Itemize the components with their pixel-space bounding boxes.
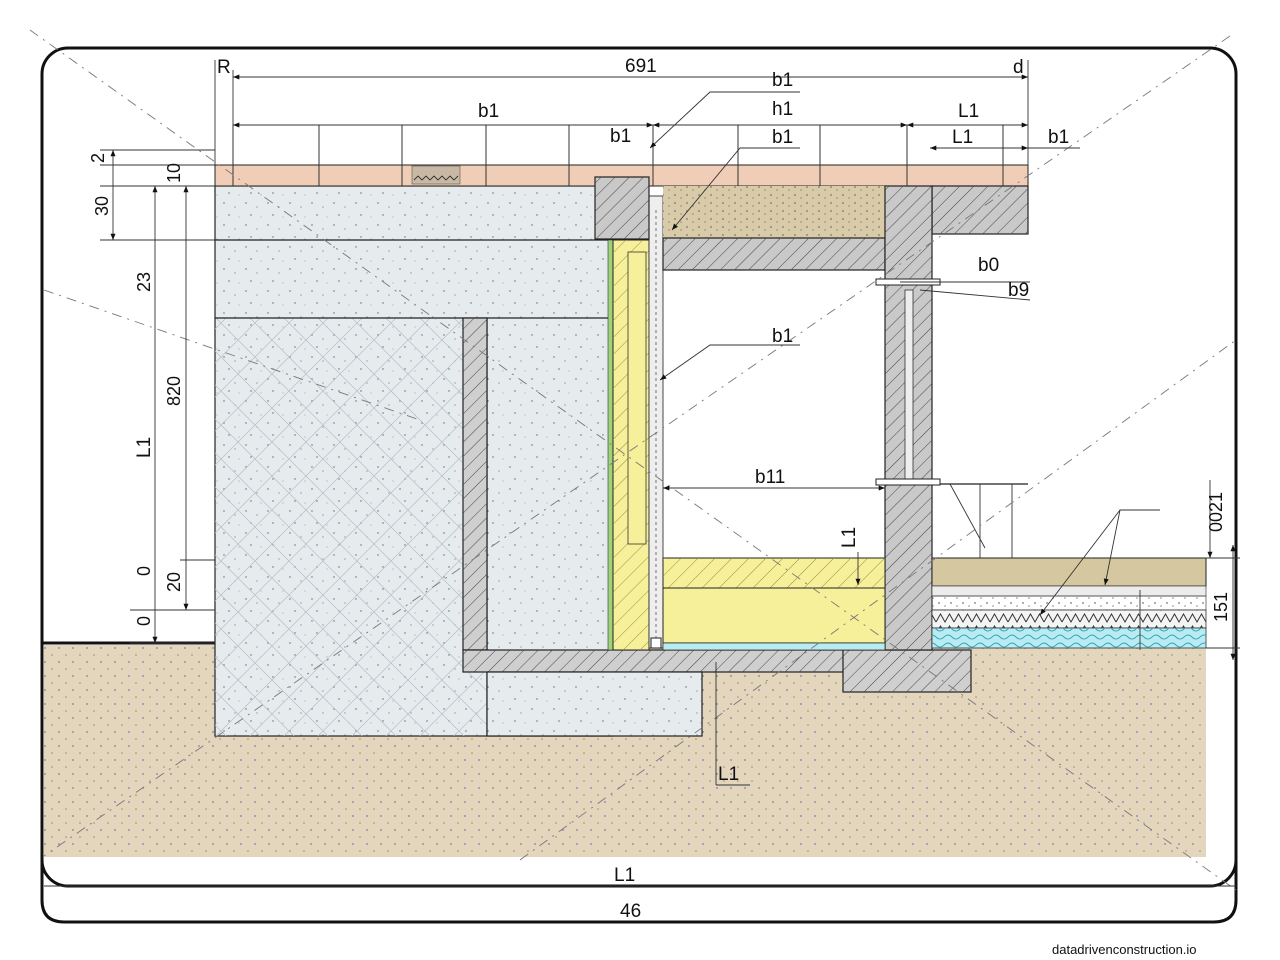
watermark: datadrivenconstruction.io bbox=[1052, 942, 1197, 957]
label-v-20: 20 bbox=[164, 572, 184, 592]
label-b1-top: b1 bbox=[772, 70, 793, 91]
label-v-151: 151 bbox=[1211, 592, 1231, 622]
construction-lines bbox=[29, 29, 1237, 891]
label-b1-under: b1 bbox=[772, 127, 793, 148]
foundation-slab bbox=[462, 649, 972, 737]
floor-build-up bbox=[662, 557, 886, 651]
label-top-left: R bbox=[217, 57, 231, 78]
railing-bracket bbox=[940, 483, 1028, 558]
label-v-10: 10 bbox=[164, 163, 184, 183]
label-v-0b: 0 bbox=[134, 616, 154, 626]
label-top-right: d bbox=[1013, 57, 1024, 78]
label-v-0021: 0021 bbox=[1206, 492, 1226, 532]
label-b1-right: b1 bbox=[1048, 127, 1069, 148]
exterior-floor-layers bbox=[931, 557, 1207, 650]
label-v-l1: L1 bbox=[134, 437, 155, 458]
label-top-total: 691 bbox=[625, 56, 657, 77]
dimension-lines-top bbox=[100, 60, 1240, 660]
label-b11: b11 bbox=[755, 467, 785, 488]
label-b1-wall: b1 bbox=[772, 326, 793, 347]
label-v-0a: 0 bbox=[134, 566, 154, 576]
top-paving-layer bbox=[214, 164, 1029, 187]
upper-slab bbox=[594, 176, 1029, 271]
leader-lines bbox=[649, 91, 1160, 786]
label-v-820: 820 bbox=[164, 376, 184, 406]
inner-concrete-wall bbox=[462, 317, 488, 651]
label-h1: h1 bbox=[772, 99, 793, 120]
label-l1-top: L1 bbox=[958, 101, 979, 122]
label-b9: b9 bbox=[1008, 280, 1029, 301]
wall-insulation-layers bbox=[607, 195, 664, 651]
label-v-23: 23 bbox=[134, 272, 154, 292]
label-l1-mid: L1 bbox=[952, 127, 973, 148]
label-b1-row: b1 bbox=[478, 101, 499, 122]
concrete-retaining-block bbox=[214, 185, 614, 737]
dimension-lines-bottom: L1 46 bbox=[44, 865, 1236, 922]
label-bottom-l1: L1 bbox=[614, 865, 635, 886]
label-l1-slab: L1 bbox=[839, 527, 860, 548]
dimension-labels: 691 R d b1 b1 h1 L1 b1 b1 L1 b1 b0 b9 b1… bbox=[88, 56, 1231, 785]
label-v-2: 2 bbox=[88, 153, 108, 163]
label-l1-footing: L1 bbox=[718, 764, 739, 785]
label-v-30: 30 bbox=[92, 196, 112, 216]
label-bottom-46: 46 bbox=[620, 901, 641, 922]
label-b0: b0 bbox=[978, 255, 999, 276]
label-b1-mid: b1 bbox=[610, 126, 631, 147]
steel-column bbox=[875, 185, 941, 651]
